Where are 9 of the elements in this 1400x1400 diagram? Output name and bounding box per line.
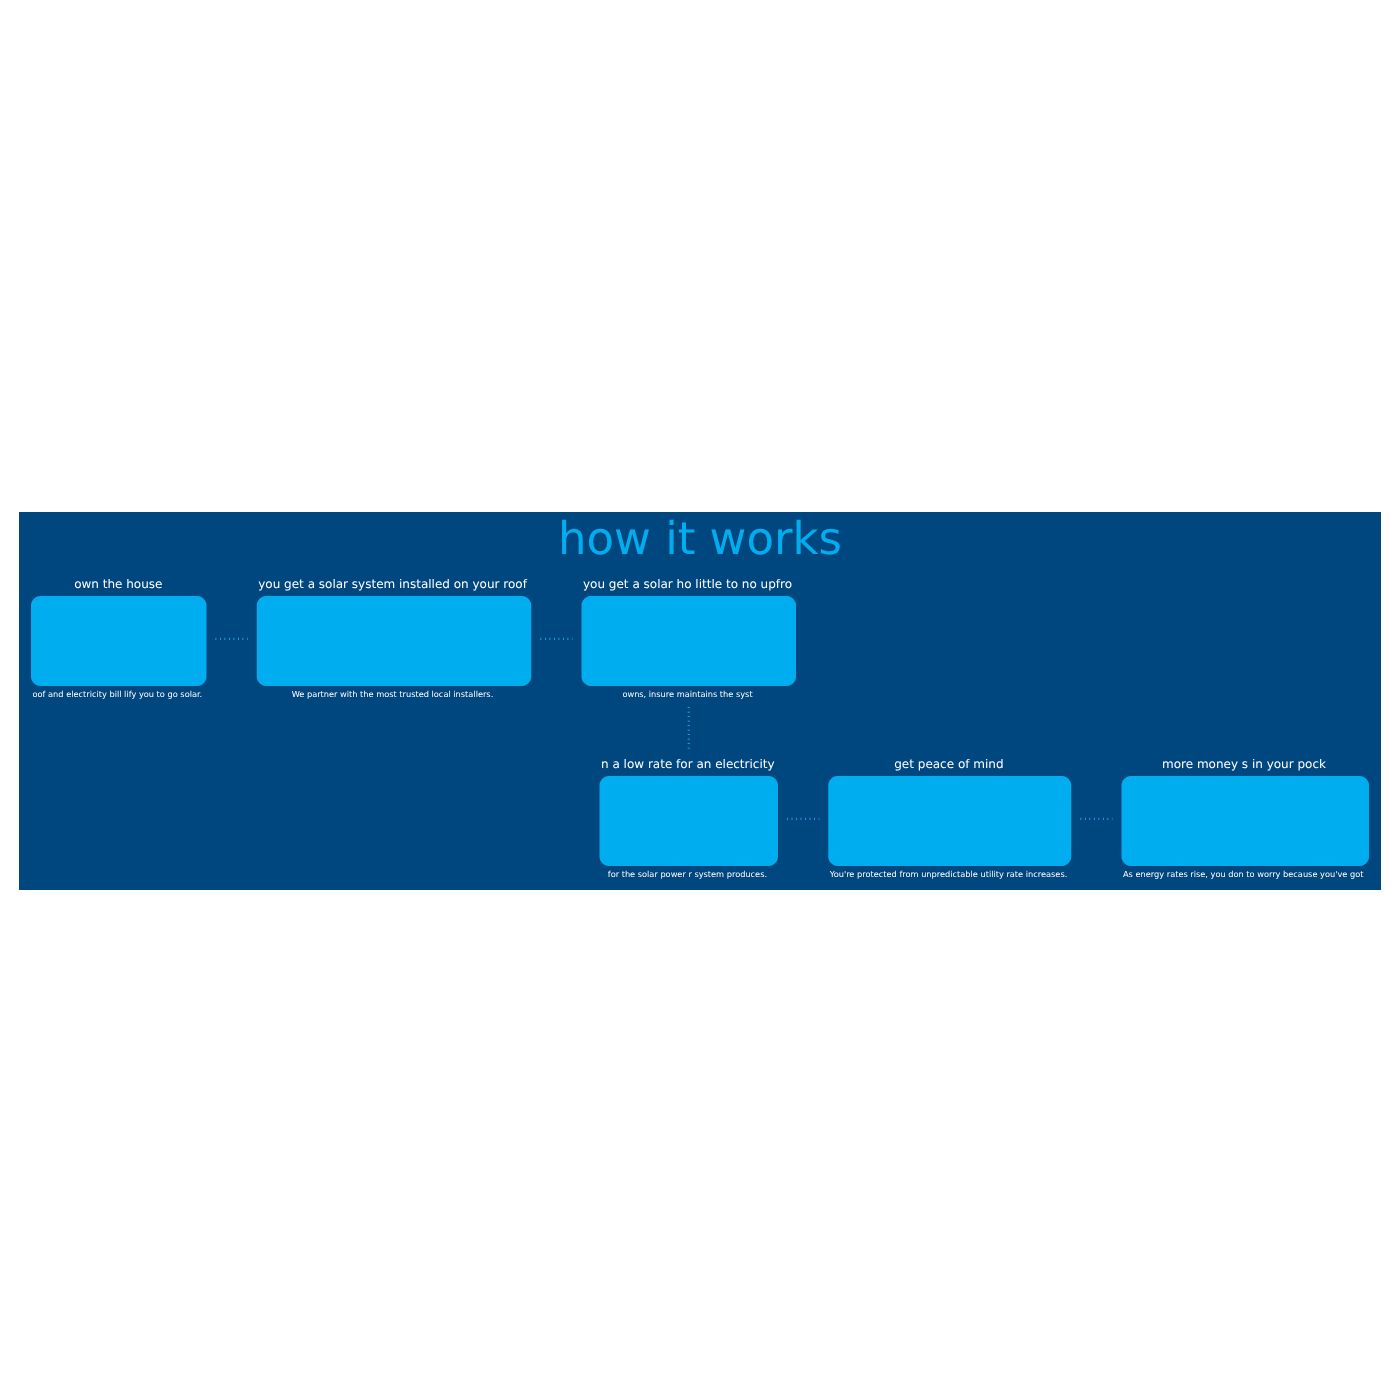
diagram-title: how it works	[558, 513, 842, 565]
node-box	[1121, 775, 1369, 865]
node-box	[828, 775, 1072, 865]
node-box	[599, 775, 778, 865]
node-box	[31, 595, 207, 685]
node-box	[581, 595, 796, 685]
connector	[787, 816, 820, 819]
connector	[215, 636, 248, 639]
node-box	[256, 595, 532, 685]
